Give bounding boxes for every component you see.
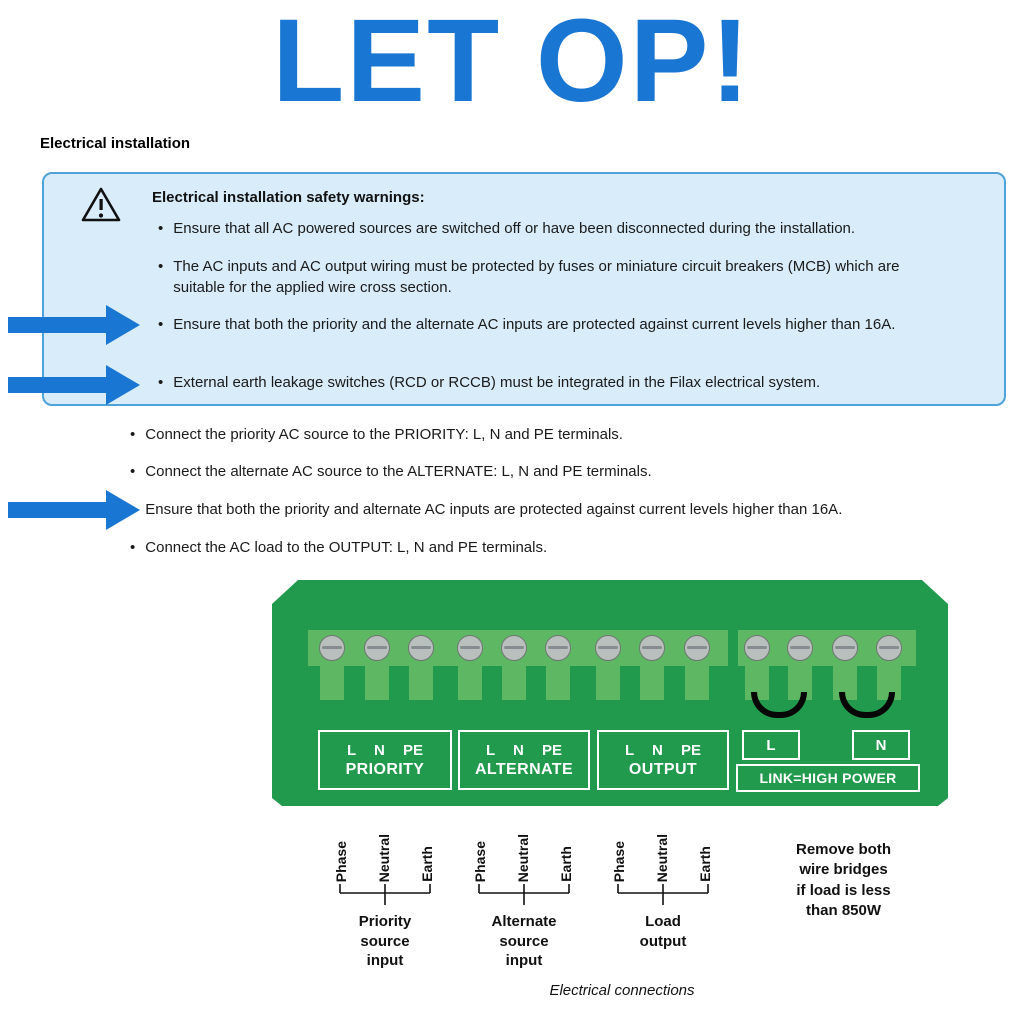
terminal-screw <box>595 635 621 661</box>
page-title: LET OP! <box>272 0 752 127</box>
terminal-tab <box>685 666 709 700</box>
terminal-label-output: L N PE OUTPUT <box>597 730 729 790</box>
terminal-board-diagram: L N PE PRIORITY L N PE ALTERNATE L N PE … <box>272 580 948 806</box>
group-label-output: Load output <box>639 913 687 950</box>
warning-bullet-text: Ensure that both the priority and the al… <box>173 316 896 333</box>
terminal-screw <box>832 635 858 661</box>
terminal-name: ALTERNATE <box>474 760 574 778</box>
pin-label: Phase <box>472 840 488 882</box>
highlight-arrow-icon <box>8 305 142 345</box>
bullet-marker: • <box>158 316 164 333</box>
group-bracket <box>339 884 431 905</box>
terminal-tab <box>320 666 344 700</box>
terminal-screw <box>408 635 434 661</box>
bullet-marker: • <box>130 463 136 480</box>
highlight-arrow-icon <box>8 490 142 530</box>
wire-bridge <box>751 692 807 718</box>
warning-bullet: • Ensure that both the priority and the … <box>158 314 918 335</box>
terminal-tab <box>640 666 664 700</box>
pin-label: Earth <box>558 846 574 882</box>
bullet-marker: • <box>158 220 164 237</box>
group-label-alternate: Alternate source input <box>491 913 557 969</box>
terminal-tab <box>596 666 620 700</box>
group-label-priority: Priority source input <box>358 913 412 969</box>
terminal-screw <box>545 635 571 661</box>
warning-bullet-text: The AC inputs and AC output wiring must … <box>173 258 900 297</box>
instruction-bullet: • Ensure that both the priority and alte… <box>130 499 1010 520</box>
terminal-screw <box>501 635 527 661</box>
warning-bullet: • The AC inputs and AC output wiring mus… <box>158 256 948 299</box>
warning-bullet: • Ensure that all AC powered sources are… <box>158 218 958 239</box>
terminal-screw <box>319 635 345 661</box>
pin-label: Neutral <box>376 833 392 882</box>
pin-label: Phase <box>611 840 627 882</box>
bullet-marker: • <box>130 539 136 556</box>
instruction-text: Ensure that both the priority and altern… <box>145 501 843 518</box>
terminal-screw <box>876 635 902 661</box>
link-terminal-n: N <box>852 730 910 760</box>
pin-letters: L N PE <box>346 741 424 759</box>
bullet-marker: • <box>158 374 164 391</box>
wire-bridge <box>839 692 895 718</box>
figure-caption: Electrical connections <box>549 982 695 999</box>
instruction-bullet: • Connect the AC load to the OUTPUT: L, … <box>130 537 1010 558</box>
terminal-screw <box>364 635 390 661</box>
pin-letters: L N PE <box>485 741 563 759</box>
warning-triangle-icon <box>80 186 122 229</box>
safety-warning-panel: Electrical installation safety warnings:… <box>42 172 1006 406</box>
warning-bullet: • External earth leakage switches (RCD o… <box>158 372 958 393</box>
pin-label: Neutral <box>654 833 670 882</box>
instruction-bullet: • Connect the priority AC source to the … <box>130 424 1010 445</box>
instruction-text: Connect the alternate AC source to the A… <box>145 463 652 480</box>
terminal-screw <box>457 635 483 661</box>
highlight-arrow-icon <box>8 365 142 405</box>
terminal-screw <box>744 635 770 661</box>
terminal-name: PRIORITY <box>345 760 425 778</box>
terminal-screw <box>684 635 710 661</box>
warning-bullet-text: Ensure that all AC powered sources are s… <box>173 220 856 237</box>
pin-letters: L N PE <box>624 741 702 759</box>
link-terminal-l: L <box>742 730 800 760</box>
instruction-text: Connect the AC load to the OUTPUT: L, N … <box>145 539 548 556</box>
terminal-tab <box>458 666 482 700</box>
terminal-tab <box>546 666 570 700</box>
terminal-screw <box>787 635 813 661</box>
terminal-screw <box>639 635 665 661</box>
warning-bullet-text: External earth leakage switches (RCD or … <box>173 374 821 391</box>
bullet-marker: • <box>130 426 136 443</box>
warning-panel-heading: Electrical installation safety warnings: <box>152 189 425 206</box>
group-bracket <box>617 884 709 905</box>
group-bracket <box>478 884 570 905</box>
pin-label: Earth <box>697 846 713 882</box>
pin-label: Phase <box>333 840 349 882</box>
terminal-name: OUTPUT <box>628 760 698 778</box>
instruction-text: Connect the priority AC source to the PR… <box>145 426 623 443</box>
instruction-bullet: • Connect the alternate AC source to the… <box>130 461 1010 482</box>
pin-label: Earth <box>419 846 435 882</box>
terminal-tab <box>502 666 526 700</box>
wire-bridge-note: Remove both wire bridges if load is less… <box>795 841 891 919</box>
link-high-power-label: LINK=HIGH POWER <box>736 764 920 792</box>
terminal-tab <box>409 666 433 700</box>
terminal-tab <box>365 666 389 700</box>
terminal-label-alternate: L N PE ALTERNATE <box>458 730 590 790</box>
section-heading: Electrical installation <box>40 135 191 152</box>
bullet-marker: • <box>158 258 164 275</box>
pin-label: Neutral <box>515 833 531 882</box>
terminal-label-priority: L N PE PRIORITY <box>318 730 452 790</box>
